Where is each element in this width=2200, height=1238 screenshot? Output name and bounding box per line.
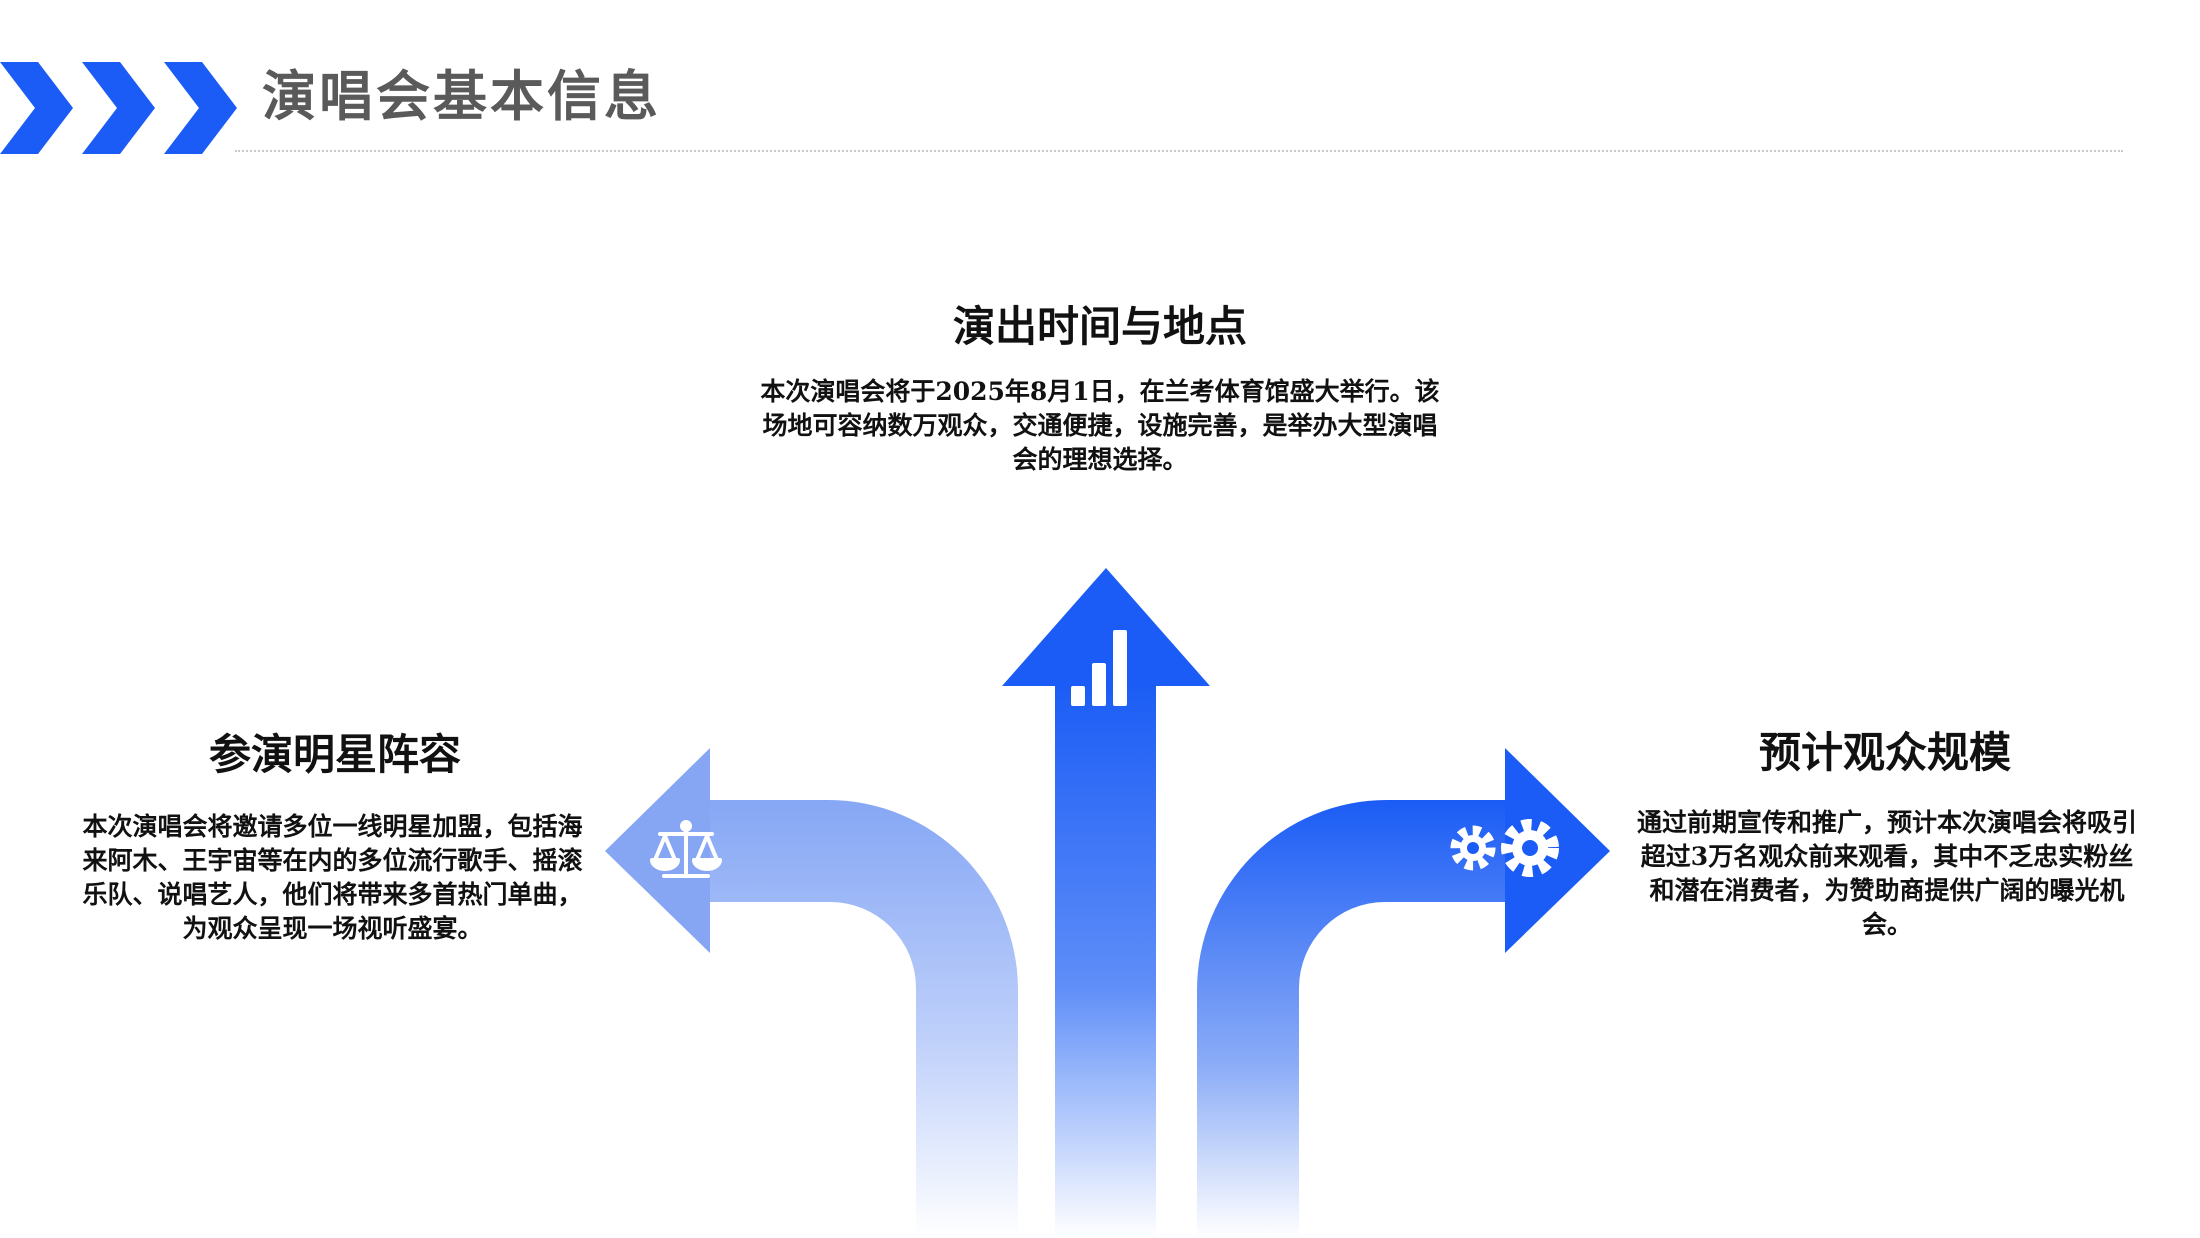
chevron-3 <box>164 62 237 154</box>
header-chevrons <box>0 62 237 154</box>
left-arrow <box>605 748 1018 1238</box>
chevron-1 <box>0 62 73 154</box>
section-desc-venue: 本次演唱会将于2025年8月1日，在兰考体育馆盛大举行。该场地可容纳数万观众，交… <box>760 377 1440 474</box>
balance-scale-icon <box>650 820 722 878</box>
section-title-audience: 预计观众规模 <box>1758 728 2011 777</box>
bar-chart-icon <box>1071 630 1127 706</box>
section-desc-lineup: 本次演唱会将邀请多位一线明星加盟，包括海来阿木、王宇宙等在内的多位流行歌手、摇滚… <box>82 812 583 943</box>
page-title: 演唱会基本信息 <box>262 64 661 128</box>
gears-icon <box>1450 819 1559 877</box>
right-arrow <box>1197 748 1610 1238</box>
section-title-lineup: 参演明星阵容 <box>208 730 461 779</box>
section-desc-audience: 通过前期宣传和推广，预计本次演唱会将吸引超过3万名观众前来观看，其中不乏忠实粉丝… <box>1636 808 2137 939</box>
center-arrow <box>1002 568 1210 1238</box>
header-divider <box>235 150 2123 152</box>
chevron-2 <box>82 62 155 154</box>
section-title-venue: 演出时间与地点 <box>952 302 1247 351</box>
